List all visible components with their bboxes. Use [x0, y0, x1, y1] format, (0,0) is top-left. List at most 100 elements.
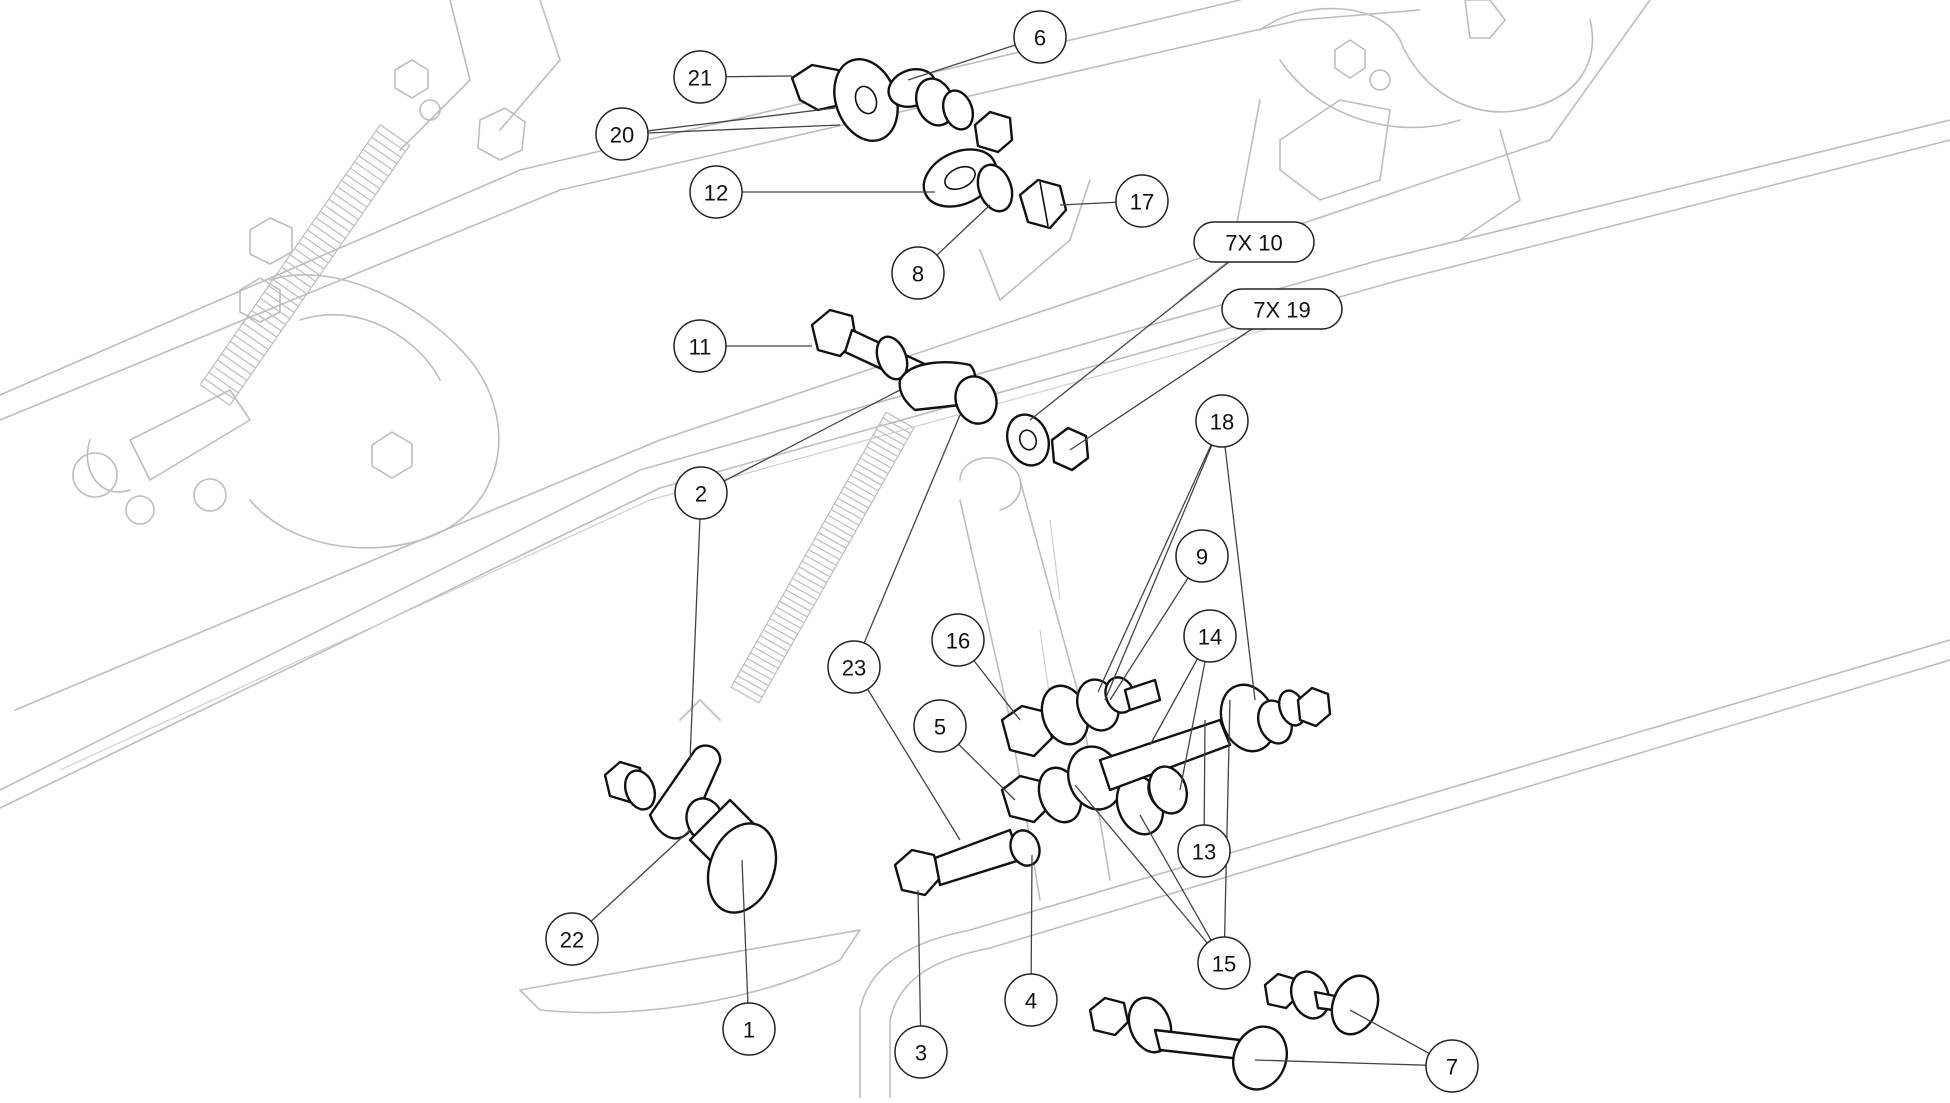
callout-number: 16 — [946, 629, 970, 654]
callout-bubble — [1195, 394, 1249, 448]
leader-line — [1069, 308, 1283, 451]
callout-number: 11 — [689, 335, 712, 360]
leader-line — [1254, 1059, 1453, 1067]
callout-17: 17 — [1115, 174, 1169, 228]
callout-11: 11 — [673, 319, 727, 373]
leader-line — [853, 414, 961, 668]
spacer — [954, 375, 998, 425]
callout-bubble — [1175, 529, 1229, 583]
callout-bubble — [894, 1025, 948, 1079]
callout-12: 12 — [689, 165, 743, 219]
callout-number: 9 — [1196, 545, 1208, 570]
callout-number: 7 — [1446, 1055, 1458, 1080]
callout-bubble — [1115, 174, 1169, 228]
callout-number: 20 — [610, 123, 634, 148]
nut-7x19 — [1050, 426, 1090, 472]
leader-line — [1109, 555, 1203, 701]
callout-9: 9 — [1175, 529, 1229, 583]
leader-line — [1097, 420, 1223, 693]
callout-bubble — [722, 1002, 776, 1056]
callout-number: 18 — [1210, 410, 1234, 435]
callout-number: 14 — [1198, 625, 1222, 650]
callout-number: 3 — [915, 1041, 927, 1066]
callout-bubble — [891, 246, 945, 300]
callout-number: 15 — [1212, 952, 1236, 977]
leader-line — [1074, 784, 1225, 964]
leader-line — [1221, 420, 1256, 701]
callout-bubble — [673, 50, 727, 104]
bolt-shank — [933, 828, 1022, 887]
callout-number: 23 — [842, 656, 866, 681]
callout-number: 1 — [743, 1018, 755, 1043]
clevis-pin-head — [1232, 1025, 1288, 1091]
leader-line — [917, 889, 922, 1053]
hex-bolt-head — [893, 848, 942, 897]
leader-line — [621, 107, 836, 135]
left-pin-assembly — [603, 744, 778, 914]
leader-line — [741, 859, 750, 1030]
callout-bubble — [1177, 824, 1231, 878]
link-plate — [648, 744, 722, 840]
callout-15: 15 — [1197, 936, 1251, 990]
washer — [976, 163, 1014, 213]
callout-1: 1 — [722, 1002, 776, 1056]
callout-bubble — [1183, 609, 1237, 663]
callout-bubble — [913, 699, 967, 753]
callout-20: 20 — [595, 107, 649, 161]
callout-number: 6 — [1034, 26, 1046, 51]
washer-7x10 — [1006, 413, 1050, 467]
callout-14: 14 — [1183, 609, 1237, 663]
background-springs — [199, 124, 915, 704]
spring-coil — [730, 411, 915, 704]
callout-number: 12 — [704, 181, 728, 206]
spring-coil — [199, 124, 411, 406]
hex-bolt-head — [1000, 704, 1054, 758]
callout-7: 7 — [1425, 1039, 1479, 1093]
callout-21: 21 — [673, 50, 727, 104]
callout-bubble — [545, 912, 599, 966]
callout-number: 2 — [695, 482, 707, 507]
callout-bubble — [673, 319, 727, 373]
lower-right-pins — [1088, 970, 1380, 1091]
callout-number: 17 — [1130, 190, 1154, 215]
nut — [1296, 686, 1332, 728]
lock-washer — [922, 148, 998, 208]
callout-16: 16 — [931, 613, 985, 667]
callout-bubble — [1221, 288, 1343, 330]
callout-bubble — [931, 613, 985, 667]
callout-23: 23 — [827, 640, 881, 694]
callout-13: 13 — [1177, 824, 1231, 878]
callout-22: 22 — [545, 912, 599, 966]
callout-7x-19: 7X 19 — [1221, 288, 1343, 330]
middle-bolt-assembly — [810, 308, 1090, 472]
leader-line — [571, 829, 691, 940]
callout-8: 8 — [891, 246, 945, 300]
bolt-shank — [1098, 718, 1232, 792]
leader-line — [853, 666, 961, 841]
callout-bubble — [1193, 221, 1315, 263]
callout-number: 7X 10 — [1225, 231, 1283, 256]
callout-number: 21 — [688, 66, 712, 91]
callout-bubble — [827, 640, 881, 694]
callout-7x-10: 7X 10 — [1193, 221, 1315, 263]
upper-bolt-assembly — [790, 58, 1068, 230]
callout-bubble — [595, 107, 649, 161]
nut — [1088, 996, 1130, 1037]
callout-bubble — [1425, 1039, 1479, 1093]
leader-line — [1029, 241, 1255, 421]
callout-number: 5 — [934, 715, 946, 740]
leader-line — [1104, 420, 1223, 701]
leader-line — [689, 492, 702, 761]
callout-number: 7X 19 — [1253, 298, 1311, 323]
callout-5: 5 — [913, 699, 967, 753]
callout-bubble — [674, 466, 728, 520]
callout-bubble — [1004, 973, 1058, 1027]
nut — [973, 110, 1014, 154]
nut — [1018, 178, 1068, 230]
callout-number: 22 — [560, 928, 584, 953]
callout-number: 13 — [1192, 840, 1216, 865]
callout-18: 18 — [1195, 394, 1249, 448]
